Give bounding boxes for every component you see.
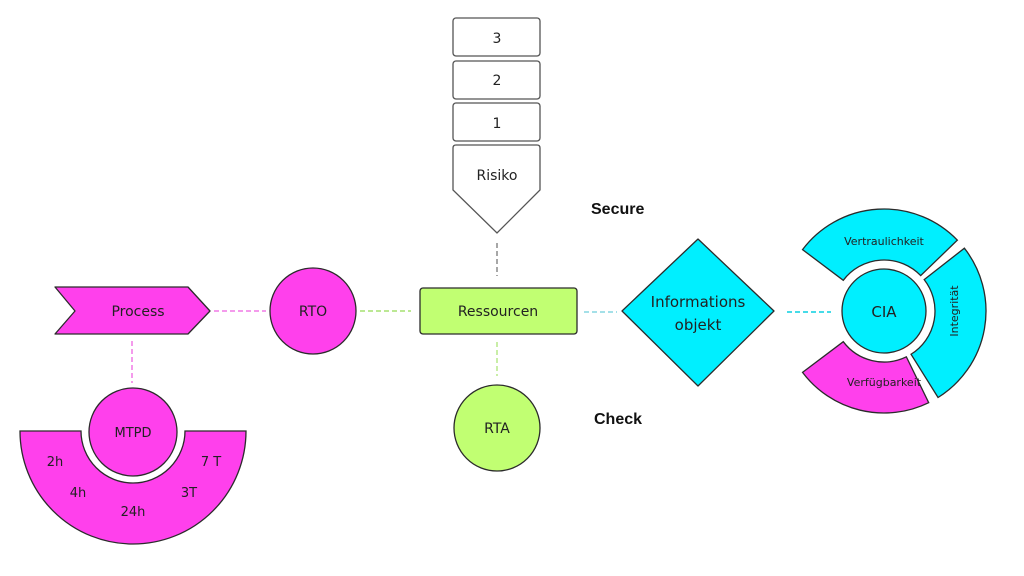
- rta-node[interactable]: RTA: [453, 384, 541, 472]
- informationsobjekt-line1: Informations: [651, 293, 746, 311]
- risk-level-3-label: 3: [493, 31, 502, 47]
- mtpd-value-7t: 7 T: [201, 455, 221, 470]
- rto-label: RTO: [299, 304, 327, 320]
- mtpd-center-label: MTPD: [114, 426, 151, 441]
- risk-level-1[interactable]: 1: [452, 102, 541, 142]
- risk-level-2[interactable]: 2: [452, 60, 541, 100]
- mtpd-center-node[interactable]: MTPD: [88, 387, 178, 477]
- cia-segment-vertraulichkeit[interactable]: [801, 208, 959, 282]
- secure-label: Secure: [591, 201, 644, 218]
- informationsobjekt-node[interactable]: Informations objekt: [621, 238, 775, 387]
- mtpd-diagram: MTPD 2h 4h 24h 3T 7 T: [19, 387, 247, 545]
- rto-node[interactable]: RTO: [269, 267, 357, 355]
- mtpd-value-2h: 2h: [47, 455, 64, 470]
- mtpd-value-4h: 4h: [70, 486, 87, 501]
- vertraulichkeit-label: Vertraulichkeit: [844, 235, 924, 248]
- risk-stack: 3 2 1 Risiko: [452, 17, 541, 234]
- cia-center-node[interactable]: CIA: [841, 268, 927, 354]
- verfuegbarkeit-label: Verfügbarkeit: [847, 376, 922, 389]
- rta-label: RTA: [484, 421, 510, 437]
- risk-level-2-label: 2: [493, 73, 502, 89]
- ressourcen-label: Ressourcen: [458, 304, 538, 320]
- cia-center-label: CIA: [871, 303, 897, 321]
- mtpd-value-3t: 3T: [181, 486, 197, 501]
- cia-segment-integritaet[interactable]: [910, 247, 987, 399]
- risk-level-1-label: 1: [493, 116, 502, 132]
- process-shape[interactable]: Process: [54, 286, 211, 335]
- ressourcen-node[interactable]: Ressourcen: [419, 287, 578, 335]
- risk-level-3[interactable]: 3: [452, 17, 541, 57]
- process-label: Process: [111, 304, 164, 320]
- integritaet-label: Integrität: [948, 285, 961, 337]
- check-label: Check: [594, 411, 642, 428]
- mtpd-value-24h: 24h: [121, 505, 146, 520]
- risiko-label: Risiko: [477, 168, 518, 184]
- informationsobjekt-line2: objekt: [675, 316, 722, 334]
- cia-segment-verfuegbarkeit[interactable]: [801, 340, 930, 414]
- risiko-pentagon[interactable]: Risiko: [452, 144, 541, 234]
- cia-diagram: CIA Vertraulichkeit Integrität Verfügbar…: [801, 208, 987, 414]
- mtpd-scale-arc[interactable]: [19, 430, 247, 545]
